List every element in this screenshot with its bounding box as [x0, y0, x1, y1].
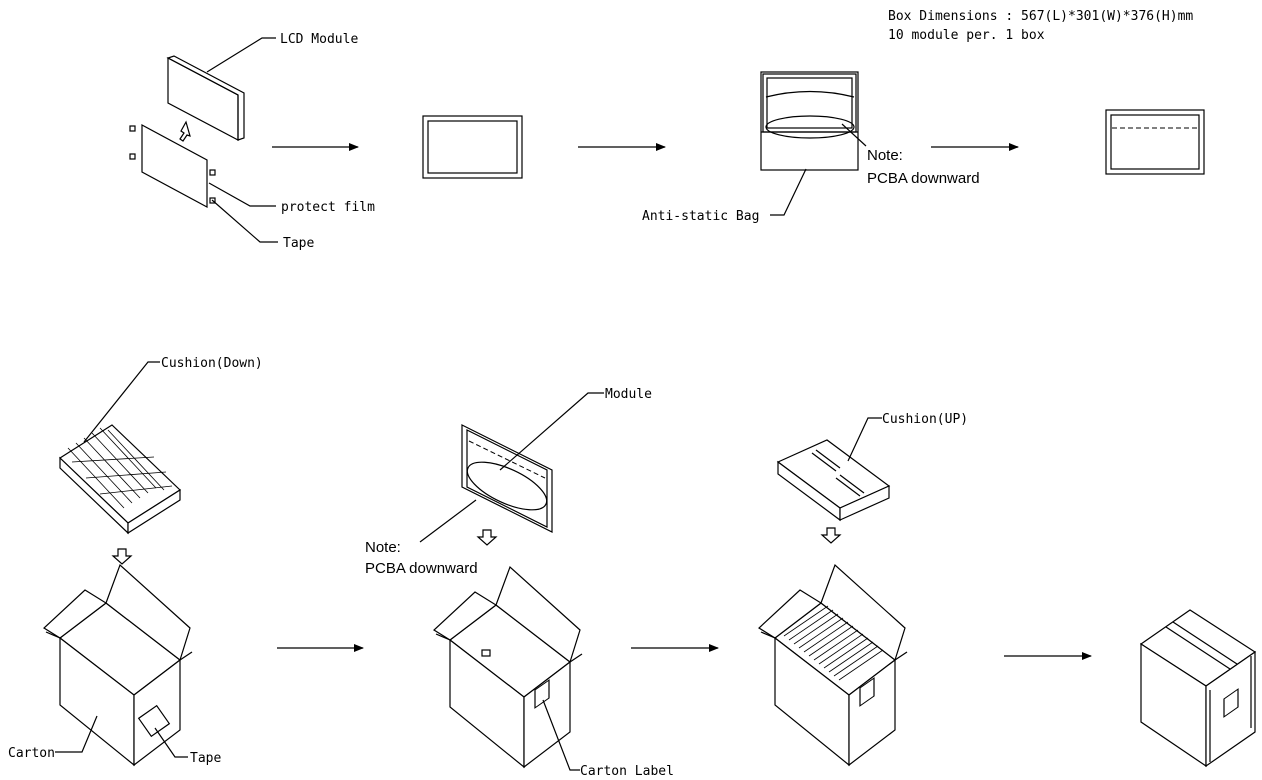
cushion-down-leader	[83, 361, 160, 443]
lcd-module-illustration	[166, 55, 245, 141]
carton-closed-illustration	[1139, 609, 1257, 768]
module-label: Module	[605, 387, 652, 402]
note-leader	[841, 123, 867, 147]
protect-film-leader	[208, 182, 276, 207]
carton-label-label: Carton Label	[580, 764, 674, 779]
tape-label-row2: Tape	[190, 751, 221, 766]
module-leader	[499, 392, 604, 471]
sealed-bag-illustration	[1105, 109, 1205, 175]
carton-leader	[55, 715, 98, 753]
anti-static-bag-label: Anti-static Bag	[642, 209, 759, 224]
note-text-row2: PCBA downward	[365, 560, 478, 577]
down-hollow-arrow-icon	[820, 527, 842, 544]
tape-leader	[211, 199, 278, 243]
note-title-row2: Note:	[365, 539, 401, 556]
module-with-film-illustration	[422, 115, 523, 179]
tape-leader-row2	[154, 727, 188, 758]
note-text: PCBA downward	[867, 170, 980, 187]
anti-static-bag-illustration	[760, 71, 859, 171]
protect-film-illustration	[129, 123, 216, 209]
cushion-down-label: Cushion(Down)	[161, 356, 263, 371]
module-count-text: 10 module per. 1 box	[888, 28, 1045, 43]
note-title: Note:	[867, 147, 903, 164]
box-dimensions-text: Box Dimensions : 567(L)*301(W)*376(H)mm	[888, 9, 1193, 24]
cushion-up-label: Cushion(UP)	[882, 412, 968, 427]
protect-film-label: protect film	[281, 200, 375, 215]
cushion-down-illustration	[59, 424, 181, 535]
cushion-up-illustration	[776, 439, 891, 522]
down-hollow-arrow-icon	[476, 529, 498, 546]
down-hollow-arrow-icon	[111, 548, 133, 565]
carton-open-illustration	[43, 563, 193, 767]
anti-static-bag-leader	[770, 168, 807, 216]
note-leader-row2	[419, 499, 477, 543]
lcd-module-label: LCD Module	[280, 32, 358, 47]
cushion-up-leader	[847, 417, 882, 462]
carton-filled-illustration	[758, 563, 908, 767]
carton-with-module-illustration	[433, 565, 583, 769]
carton-label-leader	[542, 699, 580, 771]
module-in-bag-illustration	[461, 424, 553, 533]
tape-label: Tape	[283, 236, 314, 251]
carton-label: Carton	[8, 746, 55, 761]
up-hollow-arrow-icon	[179, 120, 191, 142]
lcd-module-leader	[206, 37, 276, 73]
